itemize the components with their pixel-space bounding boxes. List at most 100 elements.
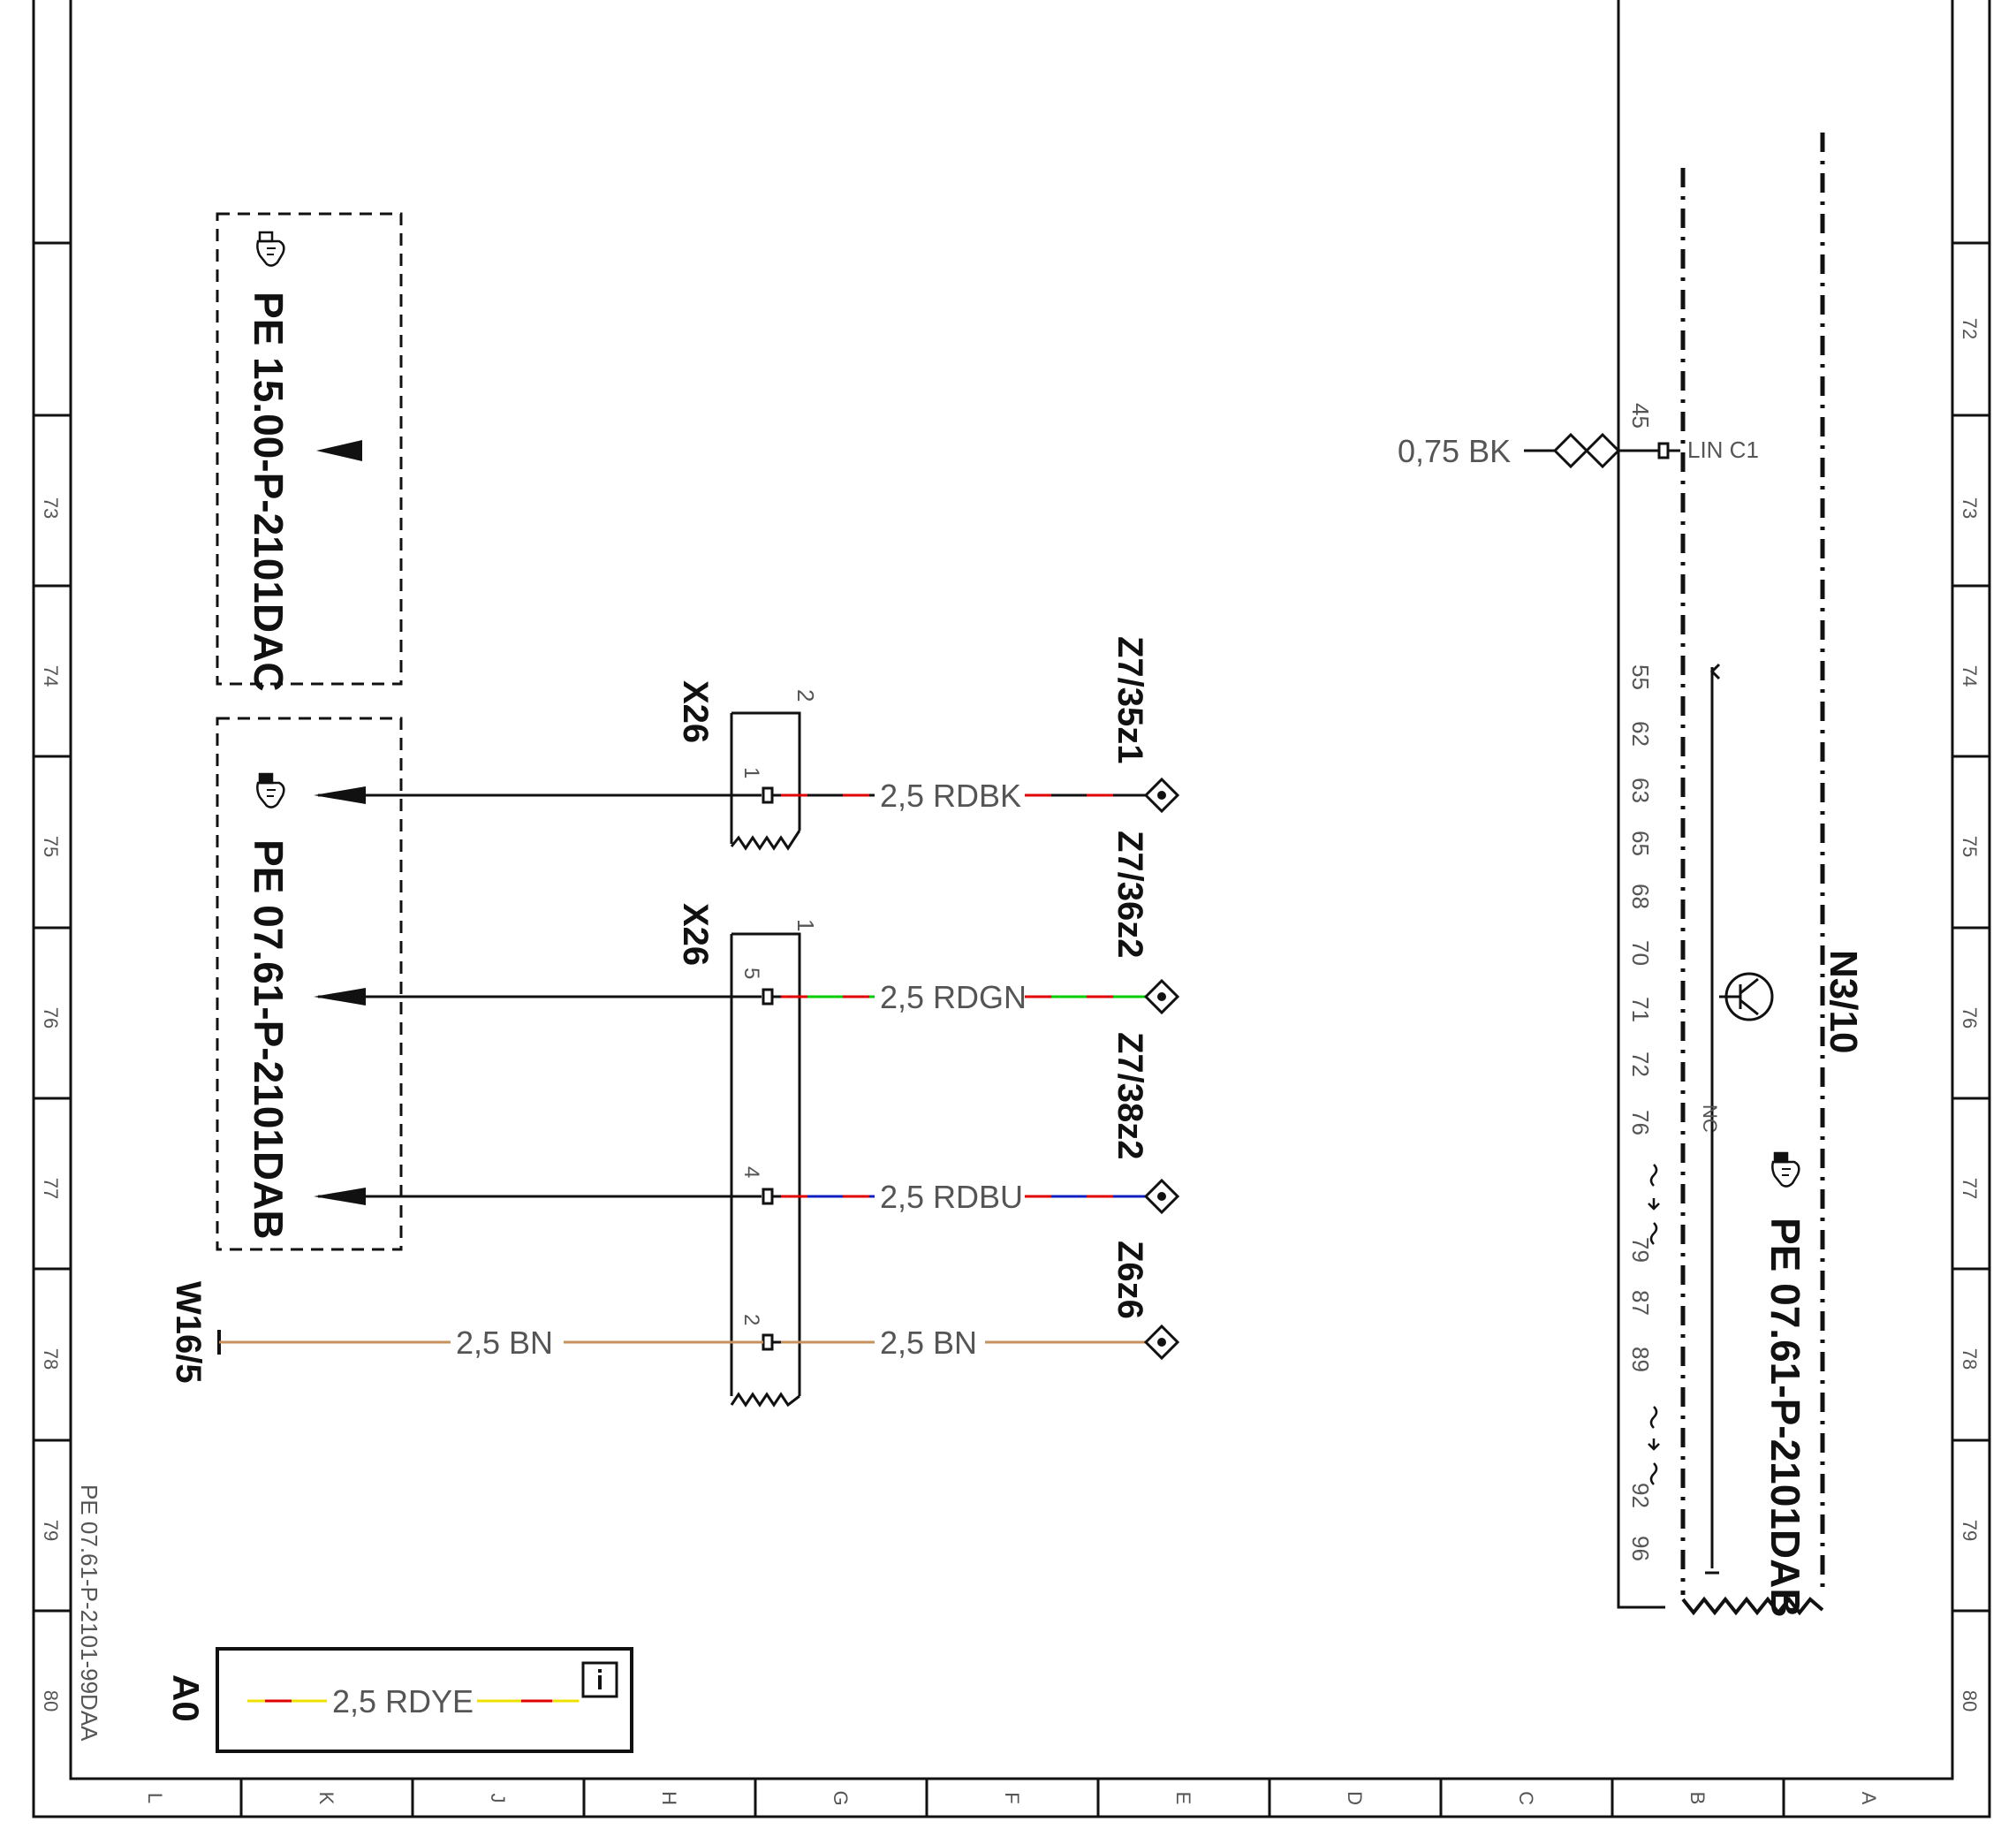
col-label-b: B xyxy=(1686,1792,1709,1805)
module-pin: 89 xyxy=(1627,1347,1654,1372)
module-pin: 65 xyxy=(1627,831,1654,856)
row-label-77-left: 77 xyxy=(40,1178,62,1199)
module-pin: 72 xyxy=(1627,1051,1654,1077)
module-pins: 55 62 63 65 68 70 71 72 76 79 87 89 92 9… xyxy=(1627,664,1654,1561)
splice-node-icon[interactable] xyxy=(1143,978,1180,1015)
ground-name: W16/5 xyxy=(169,1281,208,1384)
ref-module[interactable]: PE 07.61-P-2101DAB xyxy=(1762,1218,1808,1618)
splice-node-icon[interactable] xyxy=(1143,1178,1180,1215)
wire-label-rdbu: 2,5 RDBU xyxy=(880,1179,1023,1215)
col-labels: L K J H G F E D C B A xyxy=(144,1790,1880,1805)
row-label-79-left: 79 xyxy=(40,1520,62,1541)
info-icon[interactable] xyxy=(581,1661,618,1698)
row-label-75-left: 75 xyxy=(40,836,62,857)
row-label-74-right: 74 xyxy=(1959,665,1981,687)
row-label-80-left: 80 xyxy=(40,1690,62,1712)
module-pin: 92 xyxy=(1627,1483,1654,1508)
splice-node-icon[interactable] xyxy=(1143,1324,1180,1361)
connector-x26-upper[interactable] xyxy=(730,711,801,851)
wire-label-rdbk: 2,5 RDBK xyxy=(880,778,1021,814)
splice-node-icon[interactable] xyxy=(1143,777,1180,814)
arrow-head-icon xyxy=(314,988,366,1006)
lin-pin-label: 45 xyxy=(1627,403,1654,429)
x26-lower-pin-top: 1 xyxy=(792,919,819,931)
x26-lower-pin-4: 4 xyxy=(739,1166,763,1178)
row-label-74-left: 74 xyxy=(40,665,62,687)
ref-box-lower xyxy=(216,717,403,1251)
sheet-frame xyxy=(32,0,1991,1818)
row-label-79-right: 79 xyxy=(1959,1520,1981,1541)
lin-wire-label: 0,75 BK xyxy=(1398,433,1511,469)
legend-box xyxy=(216,1647,633,1753)
col-label-k: K xyxy=(315,1792,337,1805)
x26-lower-label: X26 xyxy=(676,903,715,966)
signal-arrows xyxy=(318,793,762,1198)
ref-upper[interactable]: PE 15.00-P-2101DAC xyxy=(246,292,292,692)
arrow-head-icon xyxy=(314,786,366,804)
col-label-f: F xyxy=(1001,1792,1023,1803)
row-label-78-right: 78 xyxy=(1959,1348,1981,1370)
pointer-hand-icon xyxy=(1771,1151,1800,1188)
row-label-80-right: 80 xyxy=(1959,1690,1981,1712)
node-label-z7-38z2: Z7/38z2 xyxy=(1110,1032,1149,1160)
module-pin: 79 xyxy=(1627,1237,1654,1263)
row-label-76-right: 76 xyxy=(1959,1007,1981,1029)
module-name: N3/10 xyxy=(1822,950,1865,1053)
col-label-l: L xyxy=(144,1793,166,1803)
sheet-id: PE 07.61-P-2101-99DAA xyxy=(76,1484,102,1742)
wire-ground[interactable] xyxy=(217,1330,763,1355)
x26-lower-pin-2: 2 xyxy=(739,1314,763,1325)
x26-upper-label: X26 xyxy=(676,680,715,743)
bridge-mark-icon xyxy=(1648,1164,1660,1485)
module-pin: 63 xyxy=(1627,778,1654,803)
legend-label: 2,5 RDYE xyxy=(332,1683,474,1719)
module-pin: 62 xyxy=(1627,721,1654,747)
col-label-g: G xyxy=(830,1790,852,1805)
module-pin: 96 xyxy=(1627,1536,1654,1561)
row-label-77-right: 77 xyxy=(1959,1178,1981,1199)
module-pin: 87 xyxy=(1627,1290,1654,1316)
transistor-icon xyxy=(1719,972,1774,1021)
row-ticks xyxy=(34,241,1989,1613)
pointer-hand-icon xyxy=(256,231,285,267)
module-pin: 55 xyxy=(1627,664,1654,690)
row-label-73-right: 73 xyxy=(1959,497,1981,519)
col-label-e: E xyxy=(1172,1792,1194,1805)
legend-code: A0 xyxy=(165,1674,207,1722)
col-label-d: D xyxy=(1344,1791,1366,1805)
x26-upper-pin: 1 xyxy=(739,767,763,778)
module-pin: 71 xyxy=(1627,997,1654,1022)
lin-label: LIN C1 xyxy=(1687,436,1759,463)
ref-arrow-icon xyxy=(316,440,362,461)
nc-label: NC xyxy=(1699,1104,1721,1133)
ground-wire-label: 2,5 BN xyxy=(456,1325,553,1361)
x26-upper-pin-top: 2 xyxy=(792,689,819,702)
row-label-78-left: 78 xyxy=(40,1348,62,1370)
col-label-c: C xyxy=(1515,1791,1537,1805)
row-label-76-left: 76 xyxy=(40,1007,62,1029)
lin-wire[interactable] xyxy=(1524,432,1680,469)
node-label-z6z6: Z6z6 xyxy=(1110,1241,1149,1319)
x26-lower-pin-5: 5 xyxy=(739,968,763,979)
row-label-72-right: 72 xyxy=(1959,318,1981,339)
module-pin: 68 xyxy=(1627,884,1654,909)
col-ticks xyxy=(239,1779,1785,1817)
module-n3-10[interactable] xyxy=(1617,0,1825,1616)
ref-lower[interactable]: PE 07.61-P-2101DAB xyxy=(246,839,292,1240)
row-labels-right: 72 73 74 75 76 77 78 79 80 xyxy=(1959,318,1981,1712)
module-pin: 70 xyxy=(1627,940,1654,966)
col-label-a: A xyxy=(1858,1792,1880,1805)
wire-label-bn: 2,5 BN xyxy=(880,1325,977,1361)
connector-x26-lower[interactable] xyxy=(730,932,801,1408)
wire-label-rdgn: 2,5 RDGN xyxy=(880,979,1027,1015)
row-label-73-left: 73 xyxy=(40,497,62,519)
arrow-head-icon xyxy=(314,1188,366,1205)
col-label-h: H xyxy=(658,1791,680,1805)
node-label-z7-36z2: Z7/36z2 xyxy=(1110,831,1149,959)
module-pin: 76 xyxy=(1627,1110,1654,1135)
pointer-hand-icon xyxy=(256,772,285,808)
ref-box-upper xyxy=(216,212,403,686)
row-label-75-right: 75 xyxy=(1959,836,1981,857)
row-labels-left: 73 74 75 76 77 78 79 80 xyxy=(40,497,62,1712)
